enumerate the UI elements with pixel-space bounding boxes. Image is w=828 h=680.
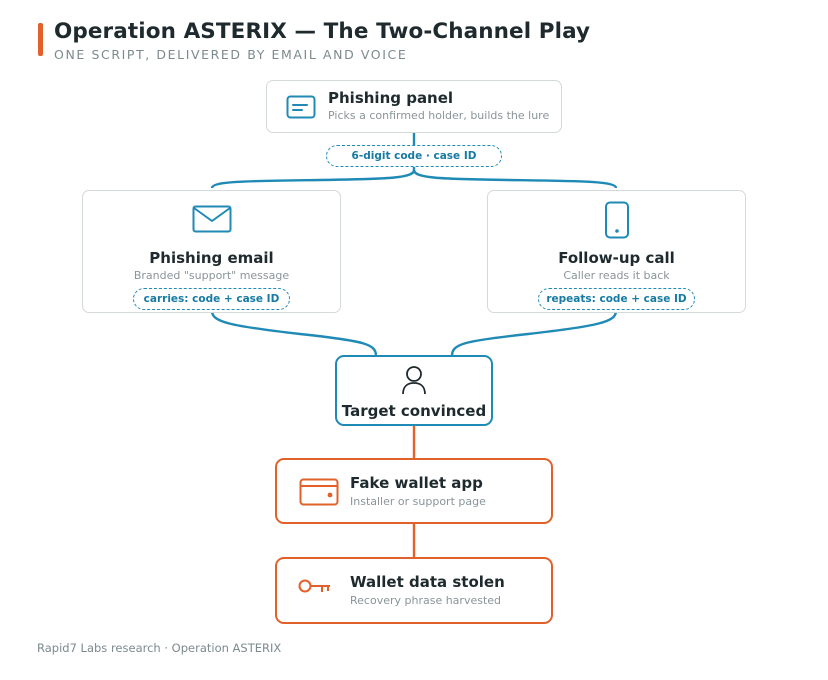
panel-icon xyxy=(286,95,316,119)
connector-email-target xyxy=(210,310,378,357)
phone-icon xyxy=(605,201,629,239)
connector-panel-call xyxy=(412,169,618,189)
node-title: Target convinced xyxy=(341,402,487,420)
node-title: Phishing panel xyxy=(328,89,454,107)
key-icon xyxy=(298,579,330,593)
footer-credit: Rapid7 Labs research · Operation ASTERIX xyxy=(37,641,282,655)
page-title: Operation ASTERIX — The Two-Channel Play xyxy=(54,19,591,44)
node-fake-wallet-app: Fake wallet app Installer or support pag… xyxy=(275,458,553,524)
node-title: Follow-up call xyxy=(558,249,675,267)
tag-panel: 6-digit code · case ID xyxy=(326,145,502,167)
tag-email: carries: code + case ID xyxy=(133,288,290,310)
node-subtitle: Installer or support page xyxy=(350,495,486,508)
title-accent-bar xyxy=(38,23,43,56)
node-title: Fake wallet app xyxy=(350,474,483,492)
node-subtitle: Caller reads it back xyxy=(563,269,670,282)
connector-panel-email xyxy=(210,169,416,189)
node-subtitle: Recovery phrase harvested xyxy=(350,594,502,607)
node-subtitle: Branded "support" message xyxy=(133,269,290,282)
wallet-icon xyxy=(299,478,339,506)
node-target-convinced: Target convinced xyxy=(335,355,493,426)
node-title: Phishing email xyxy=(149,249,274,267)
node-wallet-data-stolen: Wallet data stolen Recovery phrase harve… xyxy=(275,557,553,624)
node-subtitle: Picks a confirmed holder, builds the lur… xyxy=(328,109,550,122)
tag-call: repeats: code + case ID xyxy=(538,288,695,310)
node-phishing-panel: Phishing panel Picks a confirmed holder,… xyxy=(266,80,562,133)
person-icon xyxy=(402,366,426,395)
envelope-icon xyxy=(192,205,232,233)
connector-call-target xyxy=(450,310,618,357)
node-title: Wallet data stolen xyxy=(350,573,505,591)
page-subtitle: ONE SCRIPT, DELIVERED BY EMAIL AND VOICE xyxy=(54,47,408,62)
